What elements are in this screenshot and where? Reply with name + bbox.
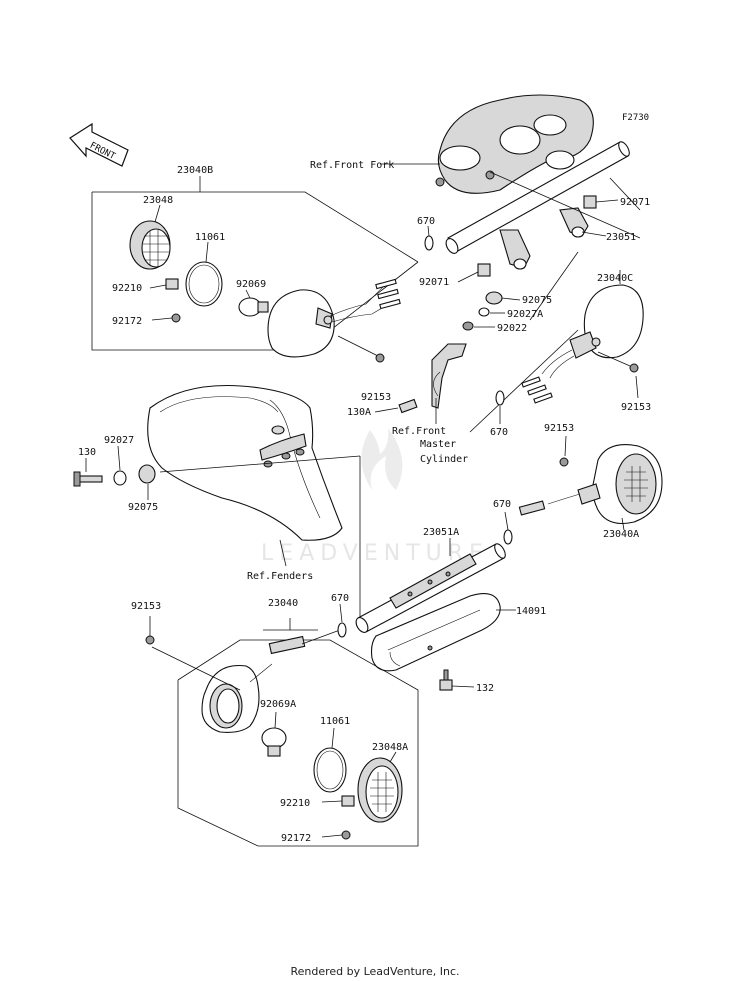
label-ref-front-fork: Ref.Front Fork bbox=[310, 160, 394, 171]
label-670-right: 670 bbox=[493, 499, 511, 510]
front-fender bbox=[147, 384, 343, 567]
label-92172-top: 92172 bbox=[112, 316, 142, 327]
label-92153-right: 92153 bbox=[621, 402, 651, 413]
bulb-92069 bbox=[238, 289, 269, 317]
oring-670-right bbox=[503, 511, 513, 545]
label-92153-left: 92153 bbox=[131, 601, 161, 612]
watermark-text: LEADVENTURE bbox=[261, 541, 489, 566]
lens-23048A bbox=[357, 751, 403, 823]
label-92071-left: 92071 bbox=[419, 277, 449, 288]
label-92153-top: 92153 bbox=[361, 392, 391, 403]
turn-signal-tube-lower bbox=[355, 538, 506, 633]
grommet-92075-top bbox=[485, 291, 521, 305]
label-92172-low: 92172 bbox=[281, 833, 311, 844]
collar-92027 bbox=[113, 445, 127, 486]
label-92069: 92069 bbox=[236, 279, 266, 290]
screw-92153-right bbox=[559, 435, 569, 467]
label-14091: 14091 bbox=[516, 606, 546, 617]
label-670-mid: 670 bbox=[490, 427, 508, 438]
bulb-92069A bbox=[261, 711, 287, 757]
assembly-23040B bbox=[91, 176, 419, 363]
label-ref-master-3: Cylinder bbox=[420, 454, 468, 465]
washer-92022 bbox=[462, 321, 495, 331]
gasket-11061-top bbox=[185, 241, 223, 307]
assembly-23040 bbox=[151, 618, 419, 847]
lens-grid bbox=[624, 466, 648, 502]
clip-92210-low bbox=[321, 795, 355, 807]
label-23051: 23051 bbox=[606, 232, 636, 243]
screw-92153-left bbox=[145, 616, 155, 645]
housing-23040B bbox=[267, 278, 401, 358]
front-arrow-icon: FRONT bbox=[69, 122, 129, 167]
master-cylinder-bracket bbox=[431, 343, 467, 424]
label-92027: 92027 bbox=[104, 435, 134, 446]
cover-14091 bbox=[370, 593, 516, 672]
assembly-23040A bbox=[518, 444, 663, 531]
footer-credit: Rendered by LeadVenture, Inc. bbox=[290, 965, 459, 978]
clip-92210-top bbox=[149, 278, 179, 290]
label-130A: 130A bbox=[347, 407, 371, 418]
label-92022: 92022 bbox=[497, 323, 527, 334]
screw-92172-low bbox=[321, 830, 351, 840]
label-23051A: 23051A bbox=[423, 527, 459, 538]
collar-92027A bbox=[478, 307, 505, 317]
screw-92172-top bbox=[151, 313, 181, 323]
label-92075-top: 92075 bbox=[522, 295, 552, 306]
label-670-top: 670 bbox=[417, 216, 435, 227]
label-11061-low: 11061 bbox=[320, 716, 350, 727]
bolt-132 bbox=[439, 669, 475, 691]
label-ref-fenders: Ref.Fenders bbox=[247, 571, 313, 582]
label-92210-low: 92210 bbox=[280, 798, 310, 809]
label-ref-master-2: Master bbox=[420, 439, 456, 450]
part-labels: 23040B 23048 11061 92210 92069 92172 Ref… bbox=[78, 160, 651, 844]
grommet-92075-left bbox=[138, 464, 156, 500]
oring-670-low bbox=[337, 603, 347, 638]
label-92075-left: 92075 bbox=[128, 502, 158, 513]
label-92069A: 92069A bbox=[260, 699, 296, 710]
label-23040A: 23040A bbox=[603, 529, 639, 540]
bolt-130 bbox=[73, 458, 103, 487]
label-11061-top: 11061 bbox=[195, 232, 225, 243]
label-92071-right: 92071 bbox=[620, 197, 650, 208]
label-670-low: 670 bbox=[331, 593, 349, 604]
figure-code: F2730 bbox=[622, 113, 649, 123]
assembly-23040C bbox=[469, 270, 644, 433]
label-92153-mid: 92153 bbox=[544, 423, 574, 434]
nut-92071-right bbox=[583, 195, 619, 209]
lens-23048 bbox=[129, 204, 171, 270]
gasket-11061-low bbox=[313, 727, 347, 793]
bolt-130A bbox=[374, 398, 418, 414]
lens-grid-low bbox=[370, 772, 394, 812]
oring-670-top bbox=[424, 225, 434, 251]
leadventure-watermark: LEADVENTURE bbox=[261, 428, 489, 566]
label-130: 130 bbox=[78, 447, 96, 458]
front-fork-bracket bbox=[435, 94, 594, 194]
nut-92071-left bbox=[457, 263, 491, 283]
label-ref-master-1: Ref.Front bbox=[392, 426, 446, 437]
oring-670-mid bbox=[495, 390, 505, 424]
label-23048: 23048 bbox=[143, 195, 173, 206]
turn-signal-tube-upper bbox=[445, 141, 630, 270]
label-23040: 23040 bbox=[268, 598, 298, 609]
label-23040B: 23040B bbox=[177, 165, 213, 176]
label-92027A: 92027A bbox=[507, 309, 543, 320]
label-23048A: 23048A bbox=[372, 742, 408, 753]
label-23040C: 23040C bbox=[597, 273, 633, 284]
label-92210-top: 92210 bbox=[112, 283, 142, 294]
label-132: 132 bbox=[476, 683, 494, 694]
